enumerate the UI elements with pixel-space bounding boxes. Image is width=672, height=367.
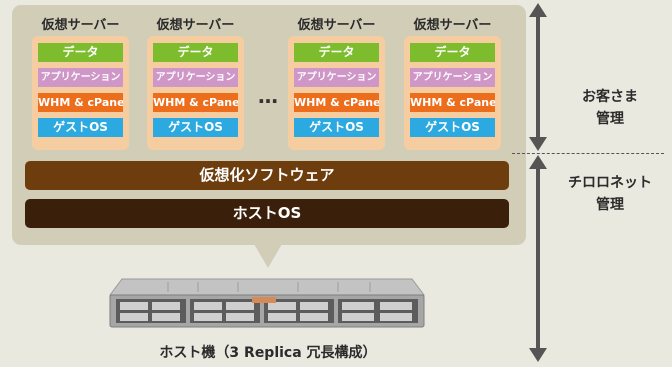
layer-whm-cpanel: WHM & cPanel: [38, 93, 123, 112]
virtual-server-stack: データ アプリケーション WHM & cPanel ゲストOS: [32, 36, 129, 150]
virtual-server-title: 仮想サーバー: [413, 18, 492, 33]
layer-application: アプリケーション: [294, 68, 379, 87]
layer-data: データ: [153, 43, 238, 62]
rack-server-icon: [109, 278, 425, 328]
virtual-server-stack: データ アプリケーション WHM & cPanel ゲストOS: [288, 36, 385, 150]
layer-application: アプリケーション: [38, 68, 123, 87]
virtual-server-1: 仮想サーバー データ アプリケーション WHM & cPanel ゲストOS: [28, 14, 133, 150]
layer-whm-cpanel: WHM & cPanel: [294, 93, 379, 112]
layer-guest-os: ゲストOS: [153, 118, 238, 137]
layer-application: アプリケーション: [153, 68, 238, 87]
virtual-server-title: 仮想サーバー: [156, 18, 235, 33]
layer-guest-os: ゲストOS: [38, 118, 123, 137]
layer-whm-cpanel: WHM & cPanel: [153, 93, 238, 112]
provider-managed-label: チロロネット 管理: [568, 175, 652, 213]
virtual-server-4: 仮想サーバー データ アプリケーション WHM & cPanel ゲストOS: [400, 14, 505, 150]
layer-application: アプリケーション: [410, 68, 495, 87]
management-boundary-divider: [512, 153, 664, 154]
host-os-layer: ホストOS: [25, 199, 509, 228]
panel-callout-pointer: [254, 244, 282, 268]
virtual-server-title: 仮想サーバー: [297, 18, 376, 33]
more-servers-ellipsis: …: [258, 84, 280, 108]
virtual-server-stack: データ アプリケーション WHM & cPanel ゲストOS: [147, 36, 244, 150]
layer-data: データ: [38, 43, 123, 62]
virtualization-software-layer: 仮想化ソフトウェア: [25, 161, 509, 190]
virtual-server-title: 仮想サーバー: [41, 18, 120, 33]
layer-data: データ: [410, 43, 495, 62]
layer-data: データ: [294, 43, 379, 62]
virtual-server-stack: データ アプリケーション WHM & cPanel ゲストOS: [404, 36, 501, 150]
management-scope-arrows: [529, 3, 547, 362]
layer-whm-cpanel: WHM & cPanel: [410, 93, 495, 112]
virtual-server-3: 仮想サーバー データ アプリケーション WHM & cPanel ゲストOS: [284, 14, 389, 150]
layer-guest-os: ゲストOS: [294, 118, 379, 137]
virtual-server-2: 仮想サーバー データ アプリケーション WHM & cPanel ゲストOS: [143, 14, 248, 150]
customer-managed-label: お客さま 管理: [582, 89, 638, 127]
layer-guest-os: ゲストOS: [410, 118, 495, 137]
host-machine-caption: ホスト機（3 Replica 冗長構成）: [159, 345, 377, 361]
